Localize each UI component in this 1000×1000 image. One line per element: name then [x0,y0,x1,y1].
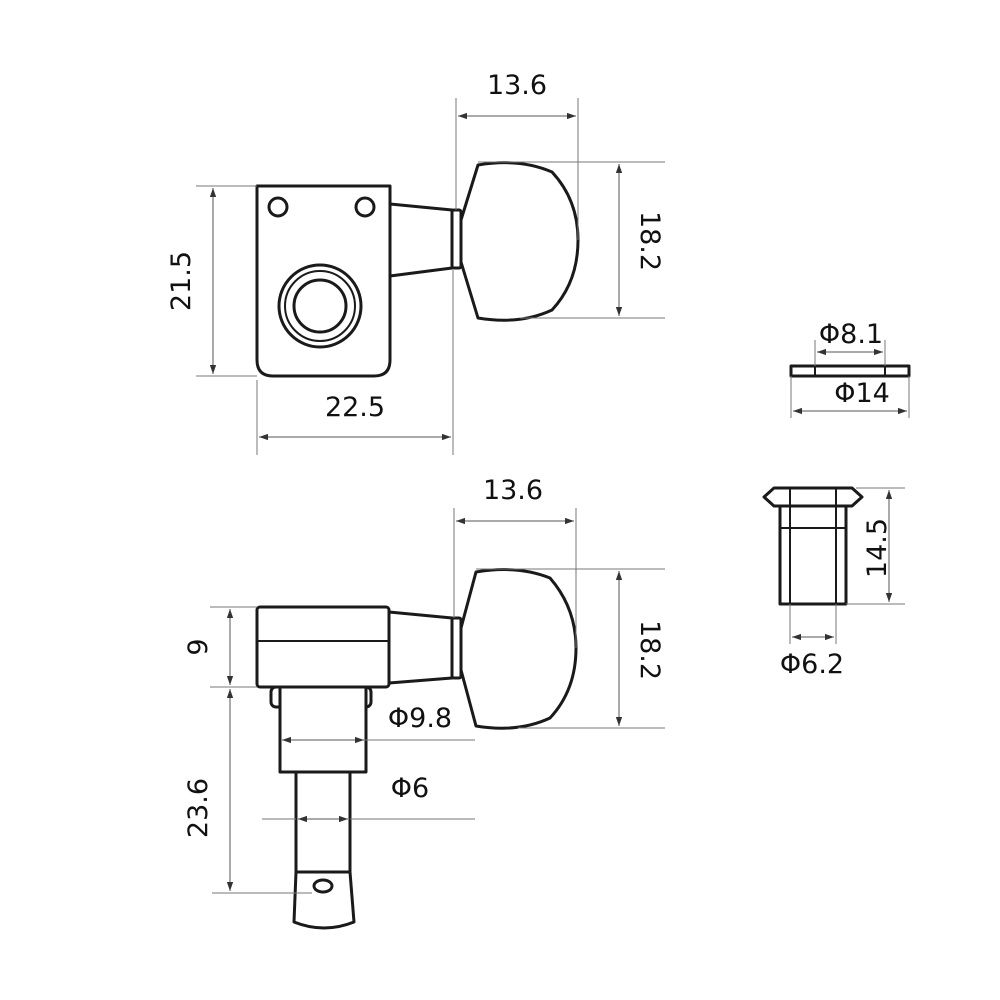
mounting-hole-right [354,196,376,218]
bushing-hex-nut [762,486,864,508]
side-tuner-knob [459,568,578,730]
post-ring-inner [292,278,348,334]
dim-label-shaft-diameter: Φ6 [391,773,429,804]
side-gear-neck [387,610,454,685]
washer-view: Φ8.1 Φ14 [789,319,911,418]
dim-label-post-length: 23.6 [183,778,214,838]
dim-label-knob-height-side: 18.2 [634,620,665,680]
dim-label-housing-thickness: 9 [183,638,214,655]
side-view: 13.6 18.2 9 Φ9.8 Φ6 23.6 [183,475,665,930]
side-string-shaft [294,770,352,874]
side-post-barrel [278,685,368,774]
bushing-view: 14.5 Φ6.2 [762,486,905,680]
dim-label-post-diameter: Φ9.8 [388,703,452,734]
side-shaft-tip [292,870,356,930]
dim-label-knob-height-top: 18.2 [634,211,665,271]
dim-label-bushing-height: 14.5 [862,518,893,578]
dim-label-washer-inner: Φ8.1 [819,319,883,350]
side-housing [255,605,391,689]
mounting-hole-left [267,196,289,218]
top-view: 22.5 21.5 13.6 18.2 [166,70,665,455]
dim-label-knob-offset-side: 13.6 [483,475,543,506]
dim-label-bushing-diameter: Φ6.2 [780,649,844,680]
washer-body [789,364,911,378]
post-ring-mid [284,270,356,342]
dim-label-head-width: 22.5 [325,392,385,423]
dim-label-washer-outer: Φ14 [834,378,890,409]
string-hole [312,878,334,894]
gear-neck [388,202,454,278]
dim-label-head-height: 21.5 [166,251,197,311]
tuner-knob [459,161,580,322]
dim-label-knob-offset-top: 13.6 [487,70,547,101]
